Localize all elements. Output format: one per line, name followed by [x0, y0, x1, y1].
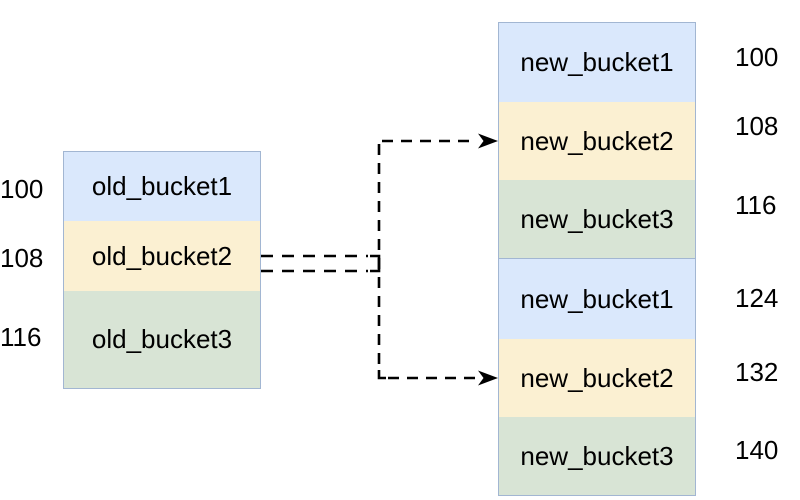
new-bottom-bucket3-cell: new_bucket3 [499, 417, 695, 495]
new-bottom-bucket2-address: 132 [735, 357, 779, 387]
old-bucket1-label: old_bucket1 [91, 171, 233, 201]
new-bottom-bucket2-cell: new_bucket2 [499, 339, 695, 417]
new-bottom-bucket3-address: 140 [735, 435, 779, 465]
arrowhead-bottom [478, 370, 498, 386]
new-bottom-bucket1-address: 124 [735, 283, 779, 313]
old-bucket1-cell: old_bucket1 [64, 152, 260, 221]
new-stack-bottom: new_bucket1 new_bucket2 new_bucket3 [498, 258, 696, 496]
old-stack: old_bucket1 old_bucket2 old_bucket3 [63, 151, 261, 389]
new-top-bucket3-label: new_bucket3 [520, 203, 674, 234]
new-top-bucket1-cell: new_bucket1 [499, 23, 695, 102]
new-top-bucket2-cell: new_bucket2 [499, 102, 695, 180]
new-top-bucket3-cell: new_bucket3 [499, 180, 695, 258]
old-bucket2-address: 108 [0, 243, 44, 273]
new-top-bucket2-address: 108 [735, 111, 779, 141]
arrowhead-top [478, 133, 498, 149]
new-top-bucket2-label: new_bucket2 [520, 125, 674, 156]
branch-bottom-corner [377, 370, 386, 380]
old-bucket3-address: 116 [0, 322, 42, 352]
old-bucket3-cell: old_bucket3 [64, 291, 260, 388]
old-bucket2-cell: old_bucket2 [64, 221, 260, 291]
new-bottom-bucket2-label: new_bucket2 [520, 362, 674, 393]
new-top-bucket1-address: 100 [735, 42, 779, 72]
new-top-bucket1-label: new_bucket1 [520, 47, 674, 77]
old-bucket2-label: old_bucket2 [91, 240, 233, 271]
new-bottom-bucket1-label: new_bucket1 [520, 283, 674, 314]
new-bottom-bucket1-cell: new_bucket1 [499, 259, 695, 339]
old-bucket3-label: old_bucket3 [91, 324, 233, 354]
new-top-bucket3-address: 116 [735, 190, 777, 220]
new-bottom-bucket3-label: new_bucket3 [520, 440, 674, 471]
new-stack-top: new_bucket1 new_bucket2 new_bucket3 [498, 22, 696, 259]
old-bucket1-address: 100 [0, 174, 44, 204]
merge-bracket [370, 254, 381, 273]
